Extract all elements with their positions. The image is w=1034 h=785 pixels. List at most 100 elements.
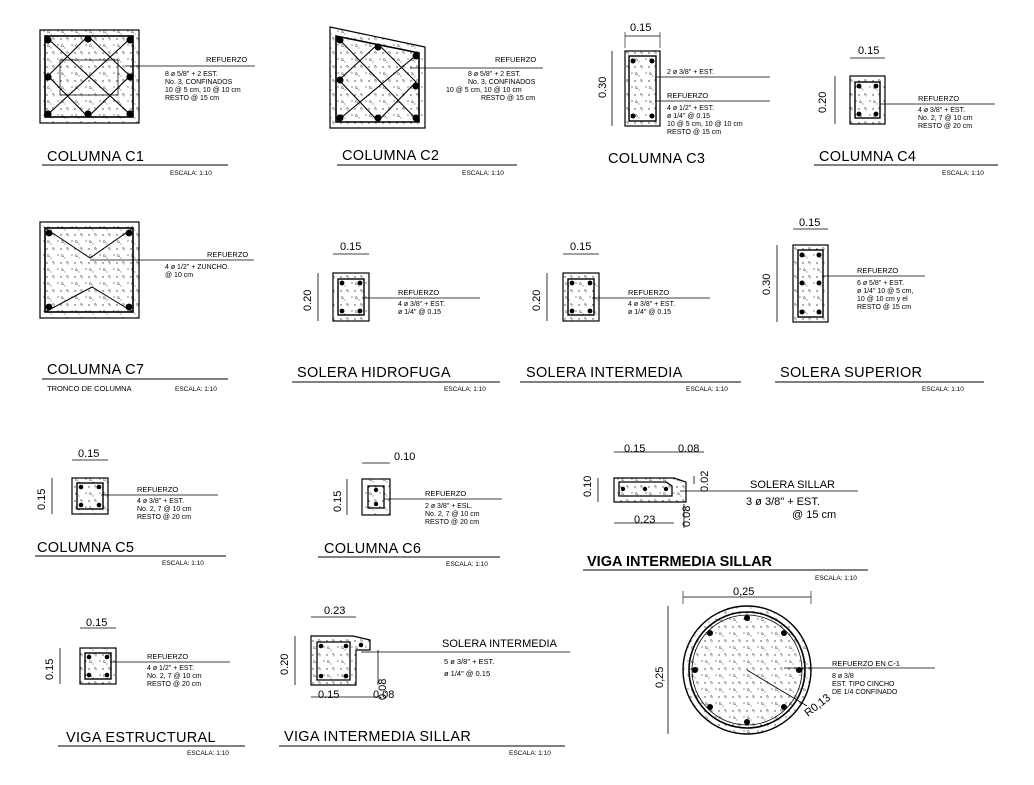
- c1-title: COLUMNA C1: [47, 149, 144, 165]
- c3-dim-w: 0.15: [630, 22, 651, 34]
- circ-note-1: 8 ø 3/8: [832, 673, 854, 680]
- c3-note-top: 2 ø 3/8" + EST.: [667, 69, 714, 76]
- inter-scale: ESCALA: 1:10: [686, 386, 728, 393]
- c3-note-1: 4 ø 1/2" + EST.: [667, 105, 714, 112]
- c2-note-2: No. 3, CONFINADOS: [468, 79, 536, 86]
- c4-scale: ESCALA: 1:10: [942, 170, 984, 177]
- viga-scale: ESCALA: 1:10: [187, 750, 229, 757]
- sillar-note-2: @ 15 cm: [792, 509, 836, 521]
- c4-note-3: RESTO @ 20 cm: [918, 123, 972, 130]
- c5-dim-h: 0.15: [36, 489, 48, 510]
- c2-label: REFUERZO: [495, 55, 536, 64]
- c2-note-4: RESTO @ 15 cm: [481, 95, 535, 102]
- hidro-note-1: 4 ø 3/8" + EST.: [398, 301, 445, 308]
- c3-label: REFUERZO: [667, 91, 708, 100]
- c3-note-2: ø 1/4" @ 0.15: [667, 113, 710, 120]
- c6-note-1: 2 ø 3/8" + ESL.: [425, 503, 472, 510]
- c3-title: COLUMNA C3: [608, 151, 705, 167]
- c4-note-2: No. 2, 7 @ 10 cm: [918, 115, 973, 122]
- c6-title: COLUMNA C6: [324, 541, 421, 557]
- section-solera-hidrofuga: 0.15 0.20 REFUERZO 4 ø 3/8" + EST. ø 1/4…: [292, 241, 500, 393]
- c3-dim-h: 0.30: [597, 77, 609, 98]
- c7-scale: ESCALA: 1:10: [175, 386, 217, 393]
- c2-note-1: 8 ø 5/8" + 2 EST.: [468, 71, 521, 78]
- c1-note-2: No. 3, CONFINADOS: [165, 79, 233, 86]
- c6-note-2: No. 2, 7 @ 10 cm: [425, 511, 480, 518]
- inter-dim-w: 0.15: [570, 241, 591, 253]
- sillar2-note-2: ø 1/4" @ 0.15: [444, 669, 490, 678]
- c3-note-3: 10 @ 5 cm, 10 @ 10 cm: [667, 121, 743, 128]
- sillar2-scale: ESCALA: 1:10: [509, 750, 551, 757]
- sillar2-dim-a: 0.23: [324, 605, 345, 617]
- hidro-dim-h: 0.20: [302, 290, 314, 311]
- c5-note-1: 4 ø 3/8" + EST.: [137, 498, 184, 505]
- c4-dim-w: 0.15: [858, 45, 879, 57]
- section-columna-c2: REFUERZO 8 ø 5/8" + 2 EST. No. 3, CONFIN…: [329, 26, 543, 177]
- sillar2-label: SOLERA INTERMEDIA: [442, 638, 558, 650]
- hidro-dim-w: 0.15: [340, 241, 361, 253]
- sillar-title: VIGA INTERMEDIA SILLAR: [587, 554, 773, 570]
- sillar2-title: VIGA INTERMEDIA SILLAR: [284, 729, 471, 745]
- circ-label: REFUERZO EN C-1: [832, 659, 900, 668]
- c6-dim-w: 0.10: [394, 451, 415, 463]
- c6-note-3: RESTO @ 20 cm: [425, 519, 479, 526]
- sup-note-4: RESTO @ 15 cm: [857, 304, 911, 311]
- hidro-label: REFUERZO: [398, 288, 439, 297]
- inter-note-1: 4 ø 3/8" + EST.: [628, 301, 675, 308]
- c5-scale: ESCALA: 1:10: [162, 560, 204, 567]
- section-viga-intermedia-sillar-2: 0.23 0.20 0.08 0.15 0.08 SOLERA INTERMED…: [279, 605, 570, 757]
- sup-dim-w: 0.15: [799, 217, 820, 229]
- section-solera-superior: 0.15 0.30 REFUERZO 6 ø 5/8" + EST. ø 1/4…: [761, 217, 984, 393]
- c5-title: COLUMNA C5: [37, 540, 134, 556]
- section-columna-c5: 0.15 0.15 REFUERZO 4 ø 3/8" + EST. No. 2…: [35, 448, 226, 567]
- sup-note-1: 6 ø 5/8" + EST.: [857, 280, 904, 287]
- c2-outline: [329, 26, 426, 129]
- sup-label: REFUERZO: [857, 266, 898, 275]
- section-columna-c3: 0.15 0.30 2 ø 3/8" + EST. REFUERZO 4 ø 1…: [597, 22, 770, 167]
- section-viga-estructural: 0.15 0.15 REFUERZO 4 ø 1/2" + EST. No. 2…: [44, 617, 245, 757]
- inter-title: SOLERA INTERMEDIA: [526, 365, 683, 381]
- c1-note-3: 10 @ 5 cm, 10 @ 10 cm: [165, 87, 241, 94]
- c6-label: REFUERZO: [425, 489, 466, 498]
- c7-note-2: @ 10 cm: [165, 272, 193, 279]
- sillar-dim-c: 0.10: [582, 476, 594, 497]
- sillar2-dim-c: 0.08: [377, 679, 389, 700]
- c5-note-3: RESTO @ 20 cm: [137, 514, 191, 521]
- inter-note-2: ø 1/4" @ 0.15: [628, 309, 671, 316]
- viga-dim-w: 0.15: [86, 617, 107, 629]
- c7-title: COLUMNA C7: [47, 362, 144, 378]
- c4-title: COLUMNA C4: [819, 149, 916, 165]
- circ-dim-r: R0,13: [802, 692, 833, 720]
- viga-note-1: 4 ø 1/2" + EST.: [147, 665, 194, 672]
- circ-note-3: DE 1/4 CONFINADO: [832, 689, 898, 696]
- sup-title: SOLERA SUPERIOR: [780, 365, 922, 381]
- viga-note-2: No. 2, 7 @ 10 cm: [147, 673, 202, 680]
- viga-title: VIGA ESTRUCTURAL: [66, 730, 216, 746]
- section-columna-c7: REFUERZO 4 ø 1/2" + ZUNCHO. @ 10 cm COLU…: [39, 221, 254, 393]
- c4-label: REFUERZO: [918, 94, 959, 103]
- c2-title: COLUMNA C2: [342, 148, 439, 164]
- viga-note-3: RESTO @ 20 cm: [147, 681, 201, 688]
- c3-note-4: RESTO @ 15 cm: [667, 129, 721, 136]
- section-columna-circular: 0,25 0,25 R0,13 REFUERZO EN C-1 8 ø 3/8 …: [654, 586, 935, 735]
- sillar-scale: ESCALA: 1:10: [815, 575, 857, 582]
- sillar2-note-1: 5 ø 3/8" + EST.: [444, 657, 494, 666]
- c2-note-3: 10 @ 5 cm, 10 @ 10 cm: [446, 87, 522, 94]
- sup-note-2: ø 1/4" 10 @ 5 cm,: [857, 288, 913, 295]
- c1-bars: [44, 35, 134, 118]
- hidro-scale: ESCALA: 1:10: [444, 386, 486, 393]
- c5-dim-w: 0.15: [78, 448, 99, 460]
- hidro-note-2: ø 1/4" @ 0.15: [398, 309, 441, 316]
- sillar2-dim-d: 0.15: [318, 689, 339, 701]
- sillar-dim-e: 0.23: [634, 514, 655, 526]
- c4-dim-h: 0.20: [817, 92, 829, 113]
- c5-label: REFUERZO: [137, 485, 178, 494]
- section-columna-c1: REFUERZO 8 ø 5/8" + 2 EST. No. 3, CONFIN…: [39, 29, 255, 177]
- sillar-note-1: 3 ø 3/8" + EST.: [746, 496, 820, 508]
- inter-label: REFUERZO: [628, 288, 669, 297]
- circ-dim-h: 0,25: [654, 667, 666, 688]
- c1-note-1: 8 ø 5/8" + 2 EST.: [165, 71, 218, 78]
- sup-dim-h: 0.30: [761, 274, 773, 295]
- c7-label: REFUERZO: [207, 250, 248, 259]
